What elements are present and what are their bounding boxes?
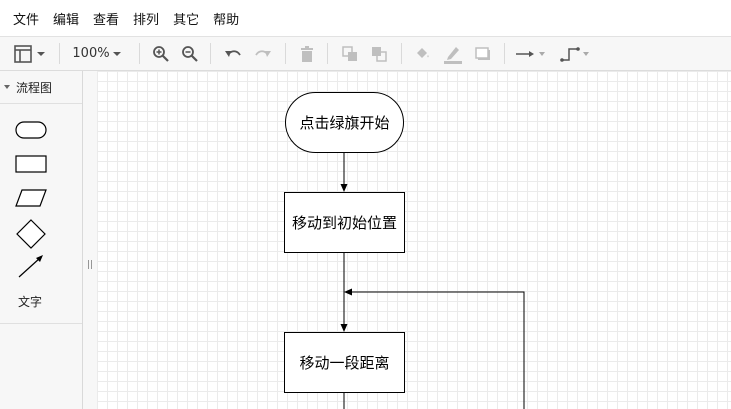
sidebar-section-header[interactable]: 流程图 — [0, 71, 82, 104]
panels-icon — [14, 44, 45, 63]
zoom-out-icon — [182, 45, 198, 62]
flow-node-start[interactable]: 点击绿旗开始 — [285, 92, 404, 153]
fill-color-button[interactable] — [412, 37, 434, 70]
zoom-in-icon — [153, 45, 169, 62]
diagram-canvas[interactable]: 点击绿旗开始 移动到初始位置 移动一段距离 — [97, 71, 731, 409]
toolbar-separator — [210, 43, 211, 64]
chevron-down-icon — [4, 85, 10, 89]
shadow-icon — [475, 46, 490, 60]
shadow-button[interactable] — [472, 37, 494, 70]
zoom-out-button[interactable] — [179, 37, 201, 70]
zoom-in-button[interactable] — [150, 37, 172, 70]
undo-button[interactable] — [221, 37, 245, 70]
data-shape[interactable] — [14, 188, 48, 208]
arrow-shape[interactable] — [16, 254, 46, 280]
connection-arrow-icon — [516, 50, 545, 57]
sidebar-splitter[interactable]: || — [83, 71, 97, 409]
zoom-level: 100% — [72, 46, 110, 61]
flow-node-move-initial[interactable]: 移动到初始位置 — [284, 192, 405, 253]
menu-file[interactable]: 文件 — [13, 12, 40, 28]
arrowhead — [340, 324, 348, 332]
to-back-button[interactable] — [368, 37, 390, 70]
menu-help[interactable]: 帮助 — [213, 12, 240, 28]
waypoint-icon — [560, 46, 589, 62]
splitter-grip-icon: || — [87, 260, 94, 270]
process-shape[interactable] — [14, 154, 48, 174]
to-front-icon — [342, 45, 357, 61]
toolbar-separator — [139, 43, 140, 64]
connection-arrow-dropdown[interactable] — [513, 37, 549, 70]
toolbar-separator — [504, 43, 505, 64]
delete-icon — [301, 45, 313, 62]
delete-button[interactable] — [296, 37, 318, 70]
menu-view[interactable]: 查看 — [93, 12, 120, 28]
line-color-button[interactable] — [441, 37, 465, 70]
line-color-icon — [444, 46, 462, 64]
toolbar-separator — [327, 43, 328, 64]
flow-node-move-distance[interactable]: 移动一段距离 — [284, 332, 405, 393]
to-back-icon — [372, 46, 387, 62]
panels-button[interactable] — [10, 37, 50, 70]
sidebar-section-title: 流程图 — [16, 80, 53, 95]
toolbar-separator — [285, 43, 286, 64]
toolbar: 100% — [0, 37, 731, 71]
fill-color-icon — [417, 47, 429, 58]
shape-sidebar: 流程图 文字 — [0, 71, 83, 409]
undo-icon — [225, 49, 241, 57]
toolbar-separator — [59, 43, 60, 64]
connector-layer — [340, 152, 525, 409]
to-front-button[interactable] — [339, 37, 361, 70]
menubar: 文件 编辑 查看 排列 其它 帮助 — [0, 0, 731, 37]
chevron-down-icon — [112, 51, 121, 56]
text-shape[interactable]: 文字 — [18, 295, 43, 309]
redo-button[interactable] — [251, 37, 275, 70]
waypoint-dropdown[interactable] — [558, 37, 594, 70]
connector-loop-back — [351, 291, 525, 409]
arrowhead — [340, 184, 348, 192]
menu-extras[interactable]: 其它 — [173, 12, 200, 28]
toolbar-separator — [401, 43, 402, 64]
zoom-dropdown[interactable]: 100% — [66, 37, 130, 70]
terminator-shape[interactable] — [14, 120, 48, 140]
decision-shape[interactable] — [15, 218, 47, 250]
redo-icon — [255, 49, 271, 57]
menu-arrange[interactable]: 排列 — [133, 12, 160, 28]
sidebar-divider — [0, 323, 82, 324]
menu-edit[interactable]: 编辑 — [53, 12, 80, 28]
arrowhead — [344, 288, 352, 296]
